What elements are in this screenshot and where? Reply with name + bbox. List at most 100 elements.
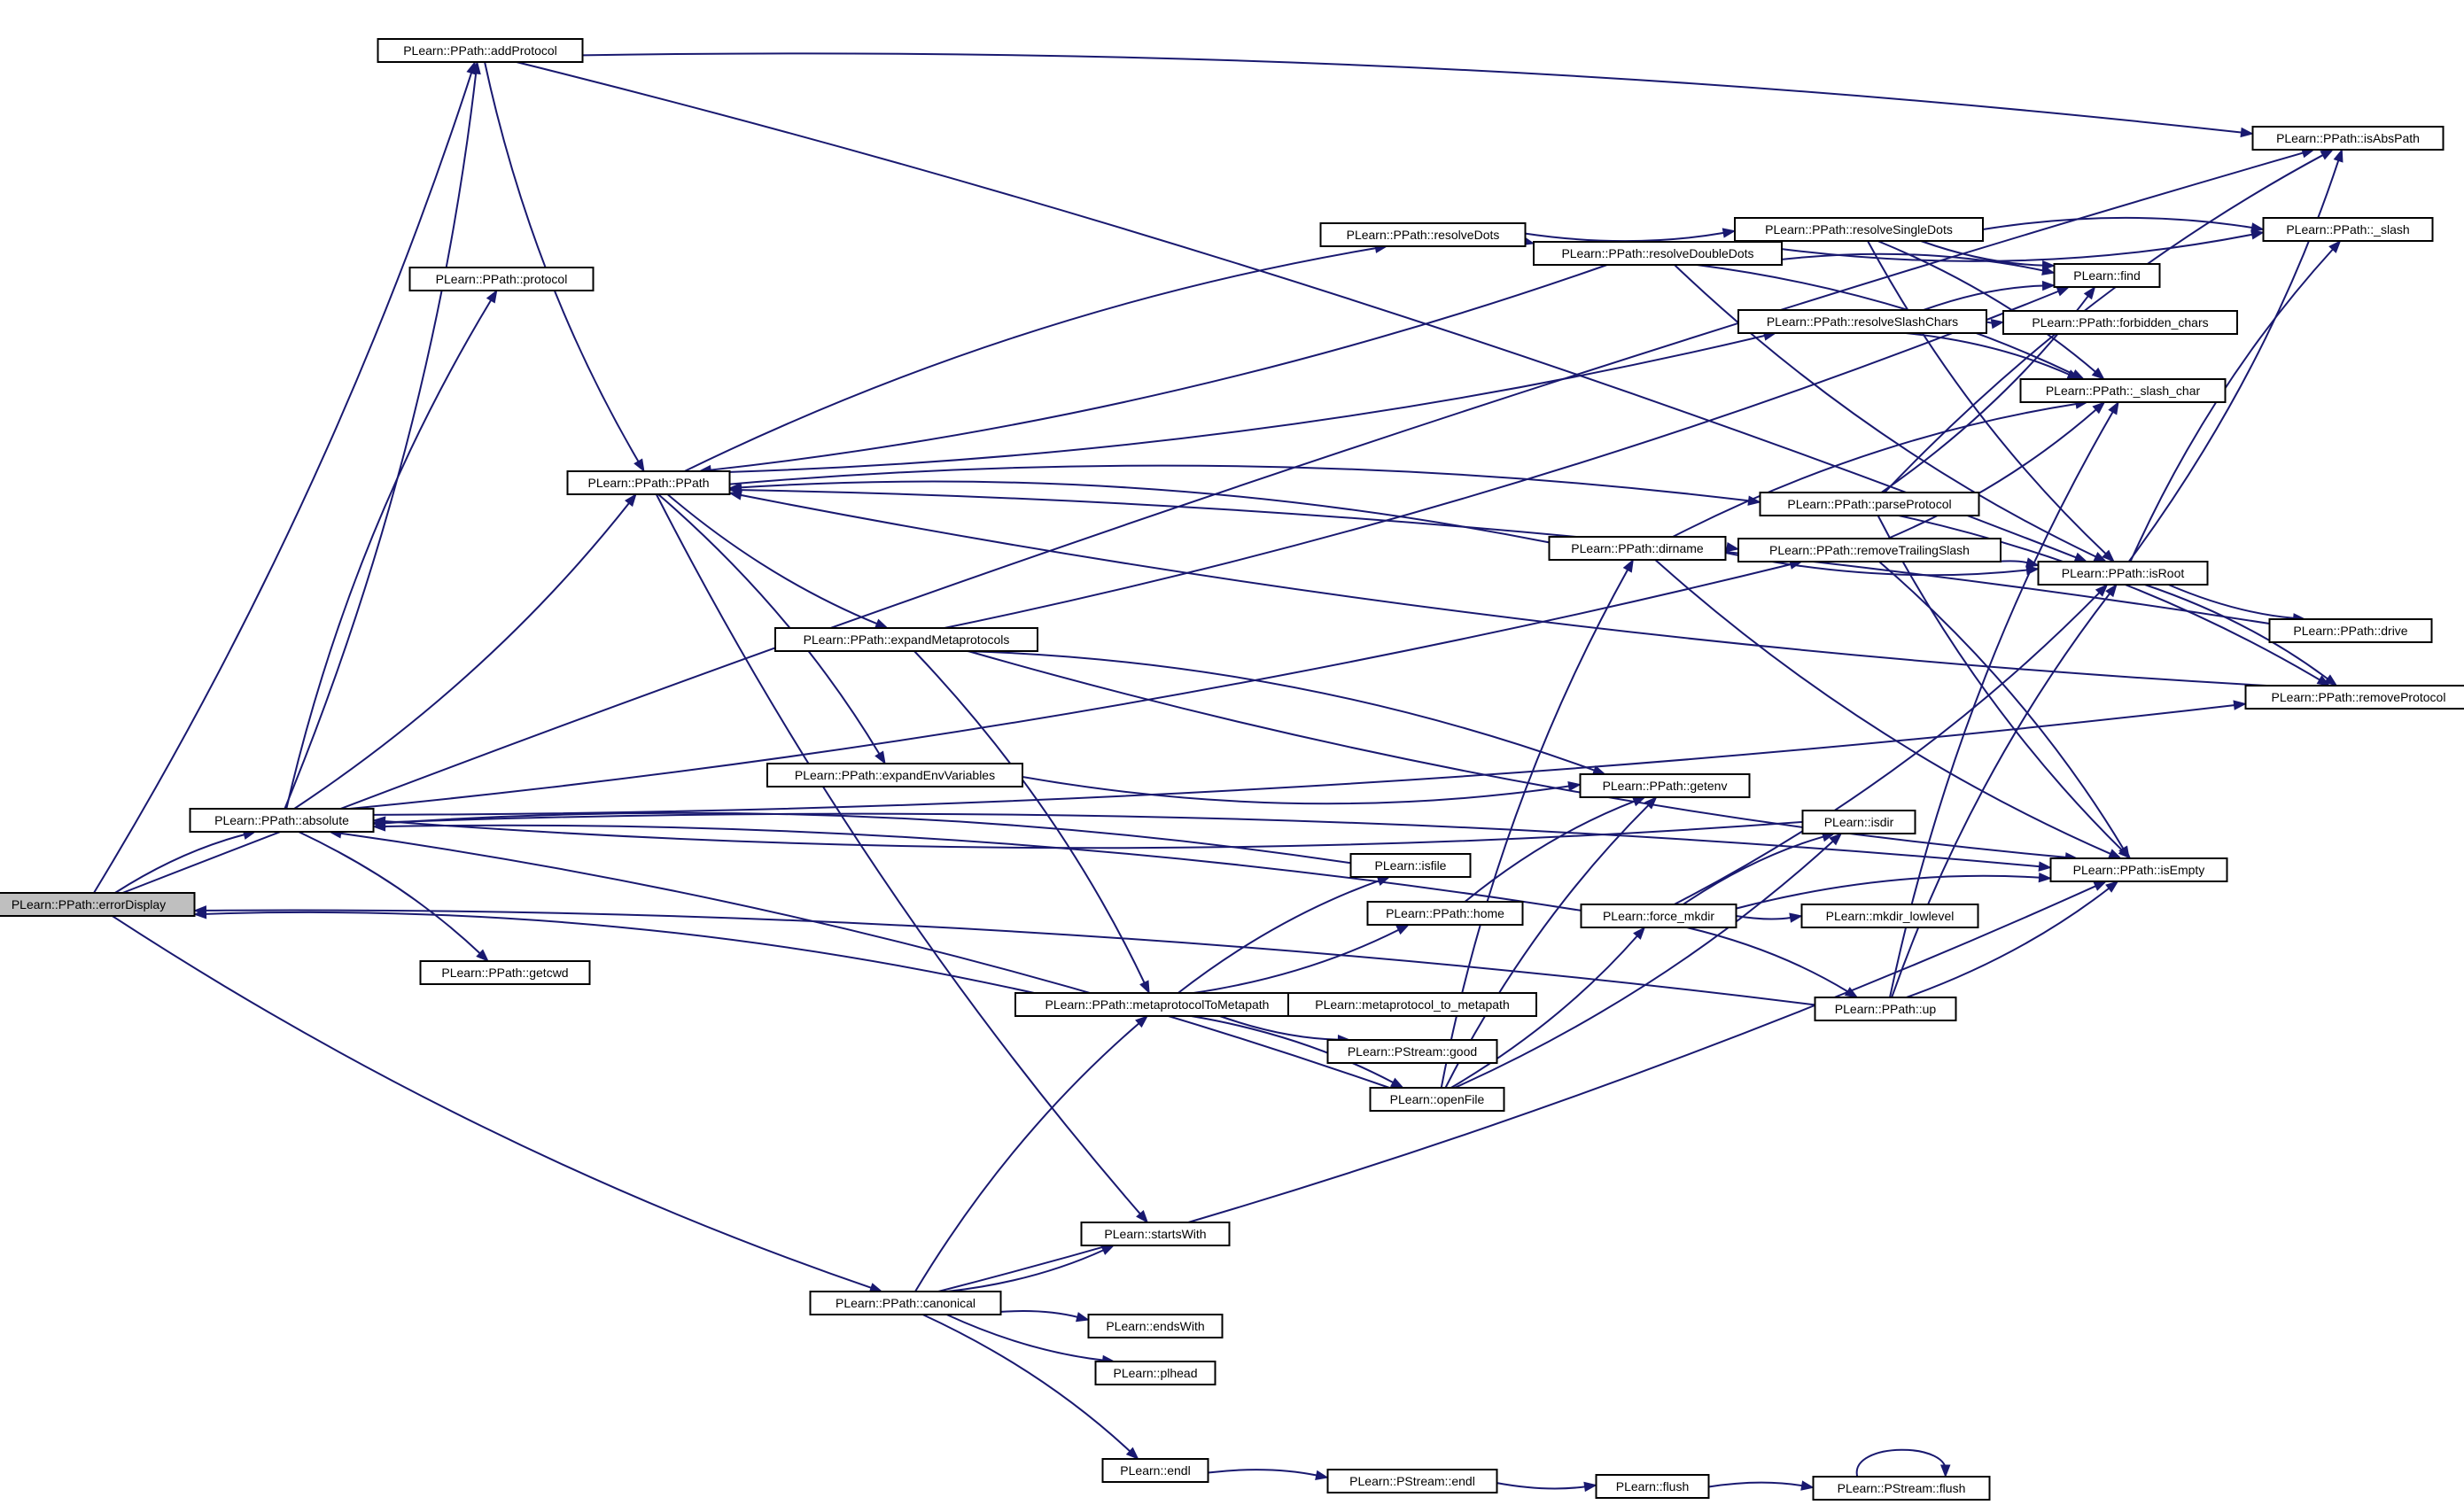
edge-line	[1877, 240, 2097, 373]
edge-line	[921, 1314, 1131, 1453]
node-label: PLearn::PPath::isEmpty	[2073, 863, 2205, 877]
node-absolute[interactable]: PLearn::PPath::absolute	[189, 808, 375, 833]
edge-errordisplay-to-absolute	[114, 829, 257, 894]
node-getcwd[interactable]: PLearn::PPath::getcwd	[419, 960, 591, 985]
node-startswith[interactable]: PLearn::startsWith	[1080, 1222, 1231, 1246]
node-box	[2053, 263, 2161, 288]
node-resolvedots[interactable]: PLearn::PPath::resolveDots	[1319, 222, 1527, 247]
node-addprotocol[interactable]: PLearn::PPath::addProtocol	[377, 38, 584, 63]
node-find[interactable]: PLearn::find	[2053, 263, 2161, 288]
node-expandenvvariables[interactable]: PLearn::PPath::expandEnvVariables	[766, 763, 1023, 787]
edge-line	[121, 151, 2305, 894]
edge-removeprotocol-to-ppath	[728, 490, 2267, 687]
node-label: PLearn::PPath::removeTrailingSlash	[1769, 543, 1970, 557]
node-label: PLearn::isdir	[1824, 815, 1894, 829]
edge-dirname-to-removetrailingslash	[1725, 541, 1740, 553]
edge-line	[1496, 1482, 1586, 1490]
node-getenv[interactable]: PLearn::PPath::getenv	[1579, 773, 1751, 798]
edge-resolvedots-to-resolvesingledots	[1525, 228, 1737, 243]
edge-line	[1781, 252, 2044, 272]
edge-line	[740, 493, 2267, 687]
node-isdir[interactable]: PLearn::isdir	[1801, 810, 1916, 834]
edge-ppath-to-expandmetaprotocols	[666, 493, 889, 629]
node-resolveslashchars[interactable]: PLearn::PPath::resolveSlashChars	[1737, 309, 1987, 334]
node-label: PLearn::PPath::resolveSlashChars	[1767, 314, 1958, 329]
edge-flush-to-pstream_flush	[1708, 1480, 1815, 1491]
node-canonical[interactable]: PLearn::PPath::canonical	[809, 1291, 1002, 1315]
edge-canonical-to-endswith	[1000, 1310, 1090, 1323]
arrowhead	[1395, 924, 1411, 935]
edge-removetrailingslash-to-_slash_char	[1887, 401, 2106, 539]
edge-line	[384, 820, 1803, 849]
node-label: PLearn::PPath::metaprotocolToMetapath	[1045, 997, 1270, 1012]
node-isabspath[interactable]: PLearn::PPath::isAbsPath	[2251, 126, 2445, 151]
arrowhead	[2092, 401, 2106, 415]
node--slash[interactable]: PLearn::PPath::_slash	[2262, 217, 2434, 242]
node-flush[interactable]: PLearn::flush	[1595, 1474, 1710, 1499]
node-isroot[interactable]: PLearn::PPath::isRoot	[2037, 561, 2209, 586]
node-ppath[interactable]: PLearn::PPath::PPath	[566, 470, 731, 495]
node-isfile[interactable]: PLearn::isfile	[1349, 853, 1472, 878]
node-force-mkdir[interactable]: PLearn::force_mkdir	[1580, 904, 1737, 928]
arrowhead	[1940, 1464, 1951, 1478]
arrowhead	[372, 818, 386, 828]
edge-line	[1905, 332, 2071, 376]
node-box	[1800, 904, 1979, 928]
node-metaprotocoltometapath[interactable]: PLearn::PPath::metaprotocolToMetapath	[1014, 992, 1300, 1017]
edge-absolute-to-protocol	[285, 289, 498, 810]
arrowhead	[2105, 881, 2119, 893]
edge-line	[1464, 800, 1636, 903]
arrowhead	[1583, 1481, 1597, 1493]
arrowhead	[1644, 796, 1658, 810]
node-resolvedoubledots[interactable]: PLearn::PPath::resolveDoubleDots	[1533, 241, 1783, 266]
edge-line	[1525, 231, 1725, 243]
node--slash-char[interactable]: PLearn::PPath::_slash_char	[2019, 378, 2227, 403]
node-expandmetaprotocols[interactable]: PLearn::PPath::expandMetaprotocols	[774, 627, 1038, 652]
node-plhead[interactable]: PLearn::plhead	[1094, 1361, 1216, 1385]
edge-isroot-to-drive	[2168, 584, 2306, 624]
node-box	[809, 1291, 1002, 1315]
node-openfile[interactable]: PLearn::openFile	[1369, 1087, 1505, 1112]
node-up[interactable]: PLearn::PPath::up	[1814, 997, 1957, 1021]
node-mkdir-lowlevel[interactable]: PLearn::mkdir_lowlevel	[1800, 904, 1979, 928]
edge-line	[285, 299, 493, 810]
node-label: PLearn::endl	[1120, 1463, 1190, 1478]
node-forbidden-chars[interactable]: PLearn::PPath::forbidden_chars	[2002, 310, 2238, 335]
node-box	[1101, 1458, 1209, 1483]
edge-line	[373, 703, 2235, 816]
node-box	[1326, 1039, 1498, 1064]
arrowhead	[2250, 222, 2265, 233]
node-drive[interactable]: PLearn::PPath::drive	[2268, 618, 2433, 643]
node-errordisplay[interactable]: PLearn::PPath::errorDisplay	[0, 892, 196, 917]
edge-line	[914, 1022, 1140, 1292]
edge-line	[114, 834, 245, 894]
edge-absolute-to-ppath	[293, 493, 637, 810]
node-endl[interactable]: PLearn::endl	[1101, 1458, 1209, 1483]
node-good[interactable]: PLearn::PStream::good	[1326, 1039, 1498, 1064]
node-isempty[interactable]: PLearn::PPath::isEmpty	[2049, 857, 2228, 882]
node-label: PLearn::PPath::isRoot	[2062, 566, 2185, 580]
edge-line	[1923, 284, 2044, 311]
node-removetrailingslash[interactable]: PLearn::PPath::removeTrailingSlash	[1737, 538, 2002, 562]
node-resolvesingledots[interactable]: PLearn::PPath::resolveSingleDots	[1734, 217, 1984, 242]
arrowhead	[874, 618, 889, 629]
node-box	[2019, 378, 2227, 403]
node-home[interactable]: PLearn::PPath::home	[1366, 901, 1524, 926]
node-protocol[interactable]: PLearn::PPath::protocol	[408, 267, 595, 291]
node-box	[1801, 810, 1916, 834]
edge-line	[729, 334, 1766, 473]
node-metaprotocol-to-metapath[interactable]: PLearn::metaprotocol_to_metapath	[1287, 992, 1537, 1017]
node-box	[766, 763, 1023, 787]
node-label: PLearn::PPath::forbidden_chars	[2032, 315, 2208, 330]
node-label: PLearn::PPath::removeProtocol	[2272, 690, 2446, 704]
node-box	[408, 267, 595, 291]
node-pstream-flush[interactable]: PLearn::PStream::flush	[1812, 1476, 1991, 1501]
node-pstream-endl[interactable]: PLearn::PStream::endl	[1326, 1469, 1498, 1493]
node-dirname[interactable]: PLearn::PPath::dirname	[1548, 536, 1727, 561]
node-parseprotocol[interactable]: PLearn::PPath::parseProtocol	[1759, 492, 1980, 516]
node-box	[1737, 538, 2002, 562]
edge-line	[384, 824, 1582, 912]
node-endswith[interactable]: PLearn::endsWith	[1087, 1314, 1224, 1338]
edge-line	[349, 562, 1792, 810]
node-removeprotocol[interactable]: PLearn::PPath::removeProtocol	[2244, 685, 2464, 710]
